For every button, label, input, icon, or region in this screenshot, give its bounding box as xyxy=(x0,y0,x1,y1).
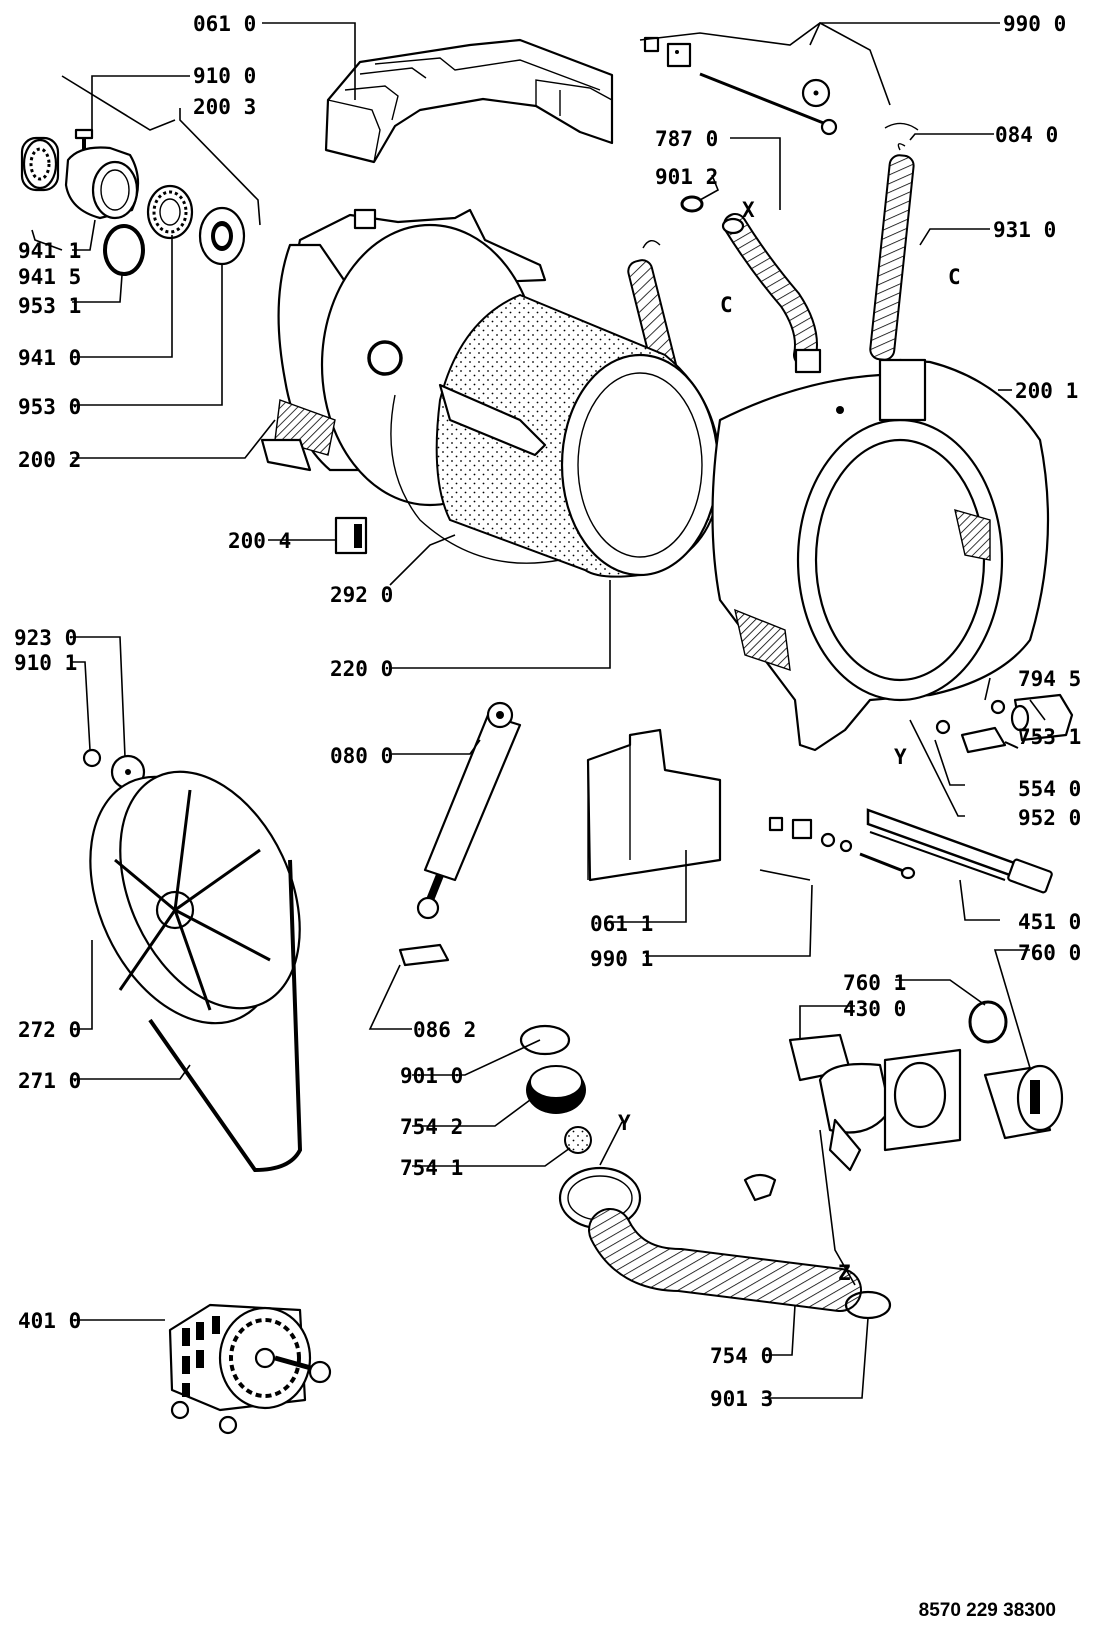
label-272-0: 272 0 xyxy=(18,1018,81,1042)
screw-kit-side xyxy=(768,816,916,880)
label-y-sump: Y xyxy=(618,1111,631,1135)
label-061-1: 061 1 xyxy=(590,912,653,936)
label-271-0: 271 0 xyxy=(18,1069,81,1093)
label-754-2: 754 2 xyxy=(400,1115,463,1139)
spring-hook-clip xyxy=(884,122,919,131)
front-tub-half xyxy=(711,358,1050,752)
tub-vent-hose xyxy=(721,213,822,374)
drum xyxy=(435,293,722,578)
label-401-0: 401 0 xyxy=(18,1309,81,1333)
counterweight-side xyxy=(586,728,722,882)
label-923-0: 923 0 xyxy=(14,626,77,650)
leader-lines xyxy=(31,22,1046,1399)
label-901-2: 901 2 xyxy=(655,165,718,189)
label-941-5: 941 5 xyxy=(18,265,81,289)
label-990-0: 990 0 xyxy=(1003,12,1066,36)
hose-clamp-sump xyxy=(519,1024,571,1056)
bearing-flange xyxy=(64,146,140,220)
sump-ball xyxy=(564,1126,592,1154)
label-760-1: 760 1 xyxy=(843,971,906,995)
label-451-0: 451 0 xyxy=(1018,910,1081,934)
small-clip xyxy=(334,516,368,555)
drain-pump xyxy=(743,1033,962,1202)
shock-absorber xyxy=(416,701,522,920)
drive-belt xyxy=(148,859,303,1173)
label-787-0: 787 0 xyxy=(655,127,718,151)
label-990-1: 990 1 xyxy=(590,947,653,971)
label-754-1: 754 1 xyxy=(400,1156,463,1180)
document-number: 8570 229 38300 xyxy=(918,1600,1056,1621)
label-c-left: C xyxy=(720,293,733,317)
counterweight-top xyxy=(324,38,614,164)
shaft-seal xyxy=(198,206,246,266)
label-794-5: 794 5 xyxy=(1018,667,1081,691)
label-200-4: 200 4 xyxy=(228,529,291,553)
label-554-0: 554 0 xyxy=(1018,777,1081,801)
label-430-0: 430 0 xyxy=(843,997,906,1021)
label-200-2: 200 2 xyxy=(18,448,81,472)
label-952-0: 952 0 xyxy=(1018,806,1081,830)
label-941-1: 941 1 xyxy=(18,239,81,263)
pump-filter-ring xyxy=(968,1000,1008,1044)
pump-filter xyxy=(983,1064,1064,1140)
absorber-bracket xyxy=(398,943,450,967)
label-931-0: 931 0 xyxy=(993,218,1056,242)
bearing-large xyxy=(146,184,194,240)
label-910-1: 910 1 xyxy=(14,651,77,675)
label-953-1: 953 1 xyxy=(18,294,81,318)
sump-hose xyxy=(558,1166,862,1312)
heating-element xyxy=(866,808,1053,894)
tub-seal-ring xyxy=(390,394,561,564)
label-y-mid: Y xyxy=(894,745,907,769)
label-084-0: 084 0 xyxy=(995,123,1058,147)
ntc-sensor xyxy=(935,719,1019,754)
label-086-2: 086 2 xyxy=(413,1018,476,1042)
hose-clamp-small xyxy=(680,195,704,213)
label-901-3: 901 3 xyxy=(710,1387,773,1411)
part-labels: 061 0 990 0 910 0 200 3 787 0 084 0 901 … xyxy=(14,12,1081,1411)
label-z: Z xyxy=(838,1261,851,1285)
label-901-0: 901 0 xyxy=(400,1064,463,1088)
drum-pulley xyxy=(89,770,301,1025)
label-c-right: C xyxy=(948,265,961,289)
suspension-spring-right xyxy=(869,143,915,361)
label-x-top: X xyxy=(742,198,755,222)
label-754-0: 754 0 xyxy=(710,1344,773,1368)
label-200-3: 200 3 xyxy=(193,95,256,119)
o-ring xyxy=(103,224,145,276)
label-953-0: 953 0 xyxy=(18,395,81,419)
label-061-0: 061 0 xyxy=(193,12,256,36)
label-753-1: 753 1 xyxy=(1018,725,1081,749)
label-200-1: 200 1 xyxy=(1015,379,1078,403)
motor xyxy=(168,1303,332,1435)
label-080-0: 080 0 xyxy=(330,744,393,768)
sump-collar xyxy=(526,1065,586,1114)
screw-kit-top xyxy=(643,36,838,136)
label-941-0: 941 0 xyxy=(18,346,81,370)
label-220-0: 220 0 xyxy=(330,657,393,681)
bearing-small xyxy=(20,136,60,192)
label-760-0: 760 0 xyxy=(1018,941,1081,965)
label-292-0: 292 0 xyxy=(330,583,393,607)
label-910-0: 910 0 xyxy=(193,64,256,88)
